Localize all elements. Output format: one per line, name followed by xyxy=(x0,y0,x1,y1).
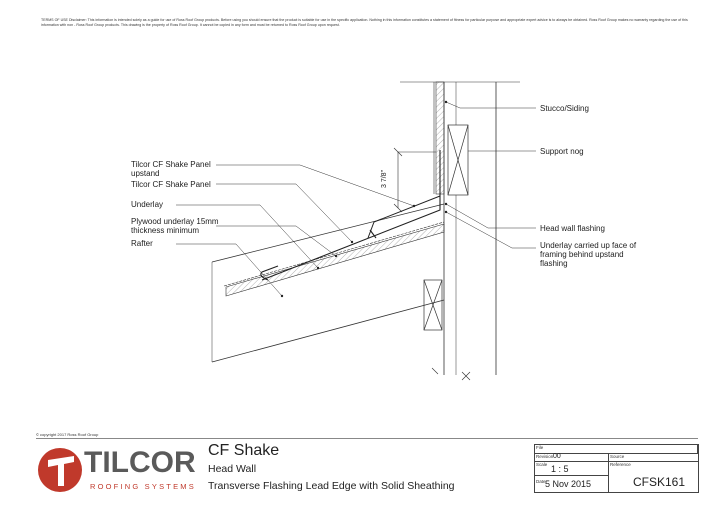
rafter xyxy=(211,203,445,363)
tb-source: Source xyxy=(609,454,698,462)
dimension-text: 3 7/8" xyxy=(381,169,388,188)
brand-name: TILCOR xyxy=(84,446,196,479)
disclaimer-text: TERMS OF USE Disclaimer: This informatio… xyxy=(41,18,688,27)
tilcor-logo-icon xyxy=(38,448,82,492)
label-rafter: Rafter xyxy=(131,239,153,248)
head-wall-flashing xyxy=(367,195,441,239)
leader-dots xyxy=(280,100,448,298)
label-stucco-siding: Stucco/Siding xyxy=(540,104,589,113)
label-support-nog: Support nog xyxy=(540,147,584,156)
tb-file: File xyxy=(535,445,698,454)
tb-date: Date 5 Nov 2015 xyxy=(535,476,609,492)
label-panel-upstand: Tilcor CF Shake Panel upstand xyxy=(131,160,211,178)
title-block: File Revision 00 Source Scale 1 : 5 Refe… xyxy=(534,444,699,493)
small-markers xyxy=(431,367,471,381)
leader-lines xyxy=(176,101,536,297)
title-description: Transverse Flashing Lead Edge with Solid… xyxy=(208,480,455,492)
tb-reference: Reference CFSK161 xyxy=(610,462,686,489)
title-divider xyxy=(36,438,698,439)
stucco-siding xyxy=(433,81,445,195)
copyright-text: © copyright 2017 Ross Roof Group xyxy=(36,432,99,437)
dimension-marker xyxy=(393,147,436,213)
plywood-underlay xyxy=(225,223,445,297)
support-nog-upper xyxy=(447,124,469,196)
title-detail: Head Wall xyxy=(208,463,257,475)
label-plywood: Plywood underlay 15mm thickness minimum xyxy=(131,217,219,235)
tb-revision: Revision 00 xyxy=(535,453,609,462)
label-underlay-carried: Underlay carried up face of framing behi… xyxy=(540,241,637,268)
label-head-wall-flashing: Head wall flashing xyxy=(540,224,605,233)
label-underlay: Underlay xyxy=(131,200,164,209)
shake-panel xyxy=(260,150,441,281)
brand-subtitle: ROOFING SYSTEMS xyxy=(90,482,196,491)
title-product: CF Shake xyxy=(208,442,280,459)
label-panel: Tilcor CF Shake Panel xyxy=(131,180,211,189)
support-nog-lower xyxy=(423,279,443,331)
tb-scale: Scale 1 : 5 xyxy=(535,462,609,476)
